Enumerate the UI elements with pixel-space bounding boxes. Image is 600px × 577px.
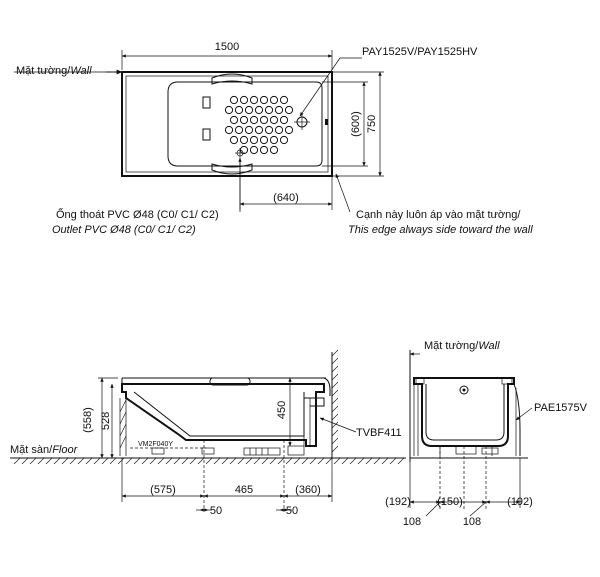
edge-label-vi: Cạnh này luôn áp vào mặt tường/: [356, 209, 521, 221]
outlet-label-en: Outlet PVC Ø48 (C0/ C1/ C2): [52, 224, 196, 236]
outlet-label-vi: Ống thoát PVC Ø48 (C0/ C1/ C2): [56, 207, 219, 221]
end-basin: [425, 384, 505, 441]
anti-slip-dot: [269, 115, 279, 125]
anti-slip-dot: [264, 125, 274, 135]
dim-360: (360): [295, 484, 321, 496]
anti-slip-dot: [224, 125, 234, 135]
top-slot-1: [202, 96, 211, 109]
side-foot-left: [151, 447, 165, 455]
anti-slip-dot: [249, 135, 259, 145]
anti-slip-dot: [249, 95, 259, 105]
anti-slip-dot: [269, 135, 279, 145]
drain-symbol: [235, 148, 245, 158]
wall-hatch: [331, 349, 339, 453]
anti-slip-dot: [269, 145, 279, 155]
end-dim-150: (150): [437, 496, 463, 508]
dim-558: (558): [82, 407, 94, 433]
part-code: VM2F040Y: [138, 441, 173, 448]
anti-slip-dot: [244, 105, 254, 115]
anti-slip-dot: [249, 145, 259, 155]
anti-slip-dot: [284, 125, 294, 135]
top-view: Mặt tường/Wall 1500 PAY1525V/PAY1525HV (…: [14, 41, 533, 236]
anti-slip-dot: [279, 135, 289, 145]
side-foot-mid: [201, 447, 215, 455]
anti-slip-dot: [239, 95, 249, 105]
apron-part-label: PAE1575V: [534, 402, 588, 414]
end-tub-outline: [413, 377, 515, 447]
dim-50-left: 50: [210, 505, 222, 517]
anti-slip-dot: [259, 115, 269, 125]
dim-600: (600): [350, 111, 362, 137]
end-dim-192-left: (192): [385, 496, 411, 508]
anti-slip-dot: [229, 115, 239, 125]
anti-slip-dot: [259, 95, 269, 105]
anti-slip-dot: [229, 135, 239, 145]
anti-slip-dot: [274, 125, 284, 135]
drain-part-label: TVBF411: [356, 427, 402, 439]
anti-slip-dot: [259, 145, 269, 155]
dim-528: 528: [100, 412, 112, 430]
end-dim-192-right: (192): [507, 496, 533, 508]
anti-slip-dot: [254, 125, 264, 135]
anti-slip-dot: [234, 125, 244, 135]
anti-slip-dot: [234, 105, 244, 115]
floor-label: Mặt sàn/Floor: [10, 444, 79, 456]
end-overflow-knob: [459, 385, 469, 395]
anti-slip-dot: [229, 95, 239, 105]
end-dim-108-right: 108: [463, 516, 481, 528]
end-apron: [513, 383, 521, 456]
side-frame-left: [119, 398, 127, 456]
top-side-mark: [325, 119, 328, 125]
top-grip-top: [211, 73, 253, 85]
anti-slip-dot: [239, 115, 249, 125]
drain-assembly: [243, 397, 325, 456]
floor-hatch: [13, 457, 405, 465]
side-tub-outline: [121, 383, 325, 447]
dim-450: 450: [276, 401, 288, 419]
dim-640: (640): [273, 192, 299, 204]
anti-slip-dot: [279, 115, 289, 125]
anti-slip-dot: [269, 95, 279, 105]
anti-slip-dot: [259, 135, 269, 145]
anti-slip-dot: [249, 115, 259, 125]
side-view: Mặt sàn/Floor VM2F040Y: [10, 349, 406, 517]
edge-label-en: This edge always side toward the wall: [348, 224, 533, 236]
anti-slip-dot: [264, 105, 274, 115]
top-slot-2: [202, 128, 211, 141]
end-wall-label: Mặt tường/Wall: [424, 340, 500, 352]
anti-slip-dot: [244, 125, 254, 135]
dim-50-right: 50: [286, 505, 298, 517]
dim-465: 465: [235, 484, 253, 496]
top-tub-outline: [121, 71, 333, 177]
anti-slip-pattern: [224, 95, 294, 155]
model-label: PAY1525V/PAY1525HV: [362, 46, 478, 58]
top-grip-bottom: [211, 163, 253, 175]
end-view: Mặt tường/Wall PAE1575V (: [385, 340, 588, 528]
side-grip: [209, 377, 251, 386]
wall-label-top: Mặt tường/Wall: [16, 65, 92, 77]
dim-750: 750: [366, 115, 378, 133]
anti-slip-dot: [279, 95, 289, 105]
anti-slip-dot: [274, 105, 284, 115]
anti-slip-dot: [224, 105, 234, 115]
dim-1500: 1500: [215, 41, 239, 53]
anti-slip-dot: [254, 105, 264, 115]
anti-slip-dot: [284, 105, 294, 115]
anti-slip-dot: [239, 135, 249, 145]
dim-575: (575): [150, 484, 176, 496]
end-dim-108-left: 108: [403, 516, 421, 528]
